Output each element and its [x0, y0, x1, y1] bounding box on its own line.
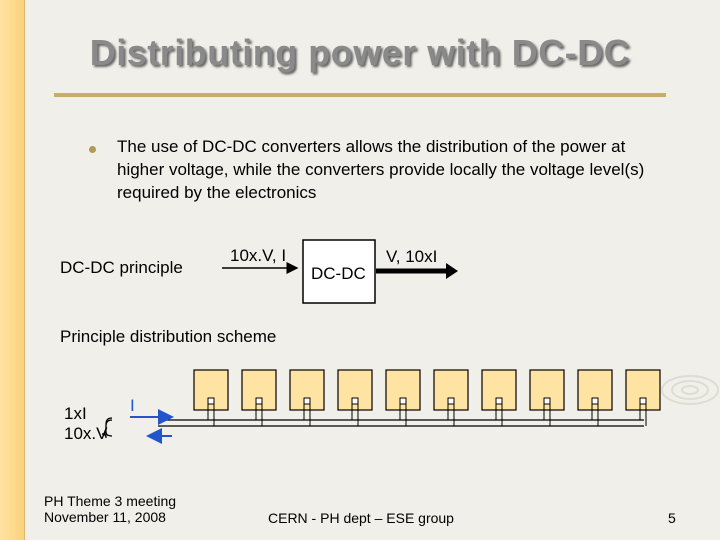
converter-label: DC-DC — [311, 264, 366, 283]
scheme-label: Principle distribution scheme — [60, 327, 277, 346]
module-terminal — [399, 397, 407, 405]
dcdc-box — [302, 239, 376, 304]
slide-title: Distributing power with DC-DC — [89, 32, 631, 73]
footer-meeting: PH Theme 3 meeting November 11, 2008 — [44, 493, 176, 525]
page-number: 5 — [668, 510, 676, 526]
footer-group: CERN - PH dept – ESE group — [268, 510, 454, 526]
left-accent-line — [24, 0, 25, 540]
module-terminal — [207, 397, 215, 405]
module-terminal — [495, 397, 503, 405]
module-terminal — [543, 397, 551, 405]
module-terminal — [303, 397, 311, 405]
bullet-icon — [89, 146, 96, 153]
module-row — [193, 369, 661, 426]
output-arrow — [446, 263, 458, 279]
module-terminal — [639, 397, 647, 405]
principle-label: DC-DC principle — [60, 258, 183, 277]
footer-line-2: November 11, 2008 — [44, 509, 166, 525]
arrow-label: I — [130, 396, 135, 415]
current-label: 1xI — [64, 404, 87, 423]
voltage-label: 10x.V — [64, 424, 108, 443]
footer-line-1: PH Theme 3 meeting — [44, 493, 177, 509]
output-label: V, 10xI — [386, 247, 438, 266]
module-terminal — [591, 397, 599, 405]
input-label: 10x.V, I — [230, 246, 287, 265]
bus-lines — [158, 419, 644, 427]
decorative-swirl — [661, 375, 719, 405]
bullet-text: The use of DC-DC converters allows the d… — [117, 137, 645, 202]
supply-brace — [101, 417, 113, 439]
module-terminal — [255, 397, 263, 405]
left-accent-bar — [0, 0, 24, 540]
title-underline — [54, 93, 666, 97]
module-terminal — [351, 397, 359, 405]
module-terminal — [447, 397, 455, 405]
